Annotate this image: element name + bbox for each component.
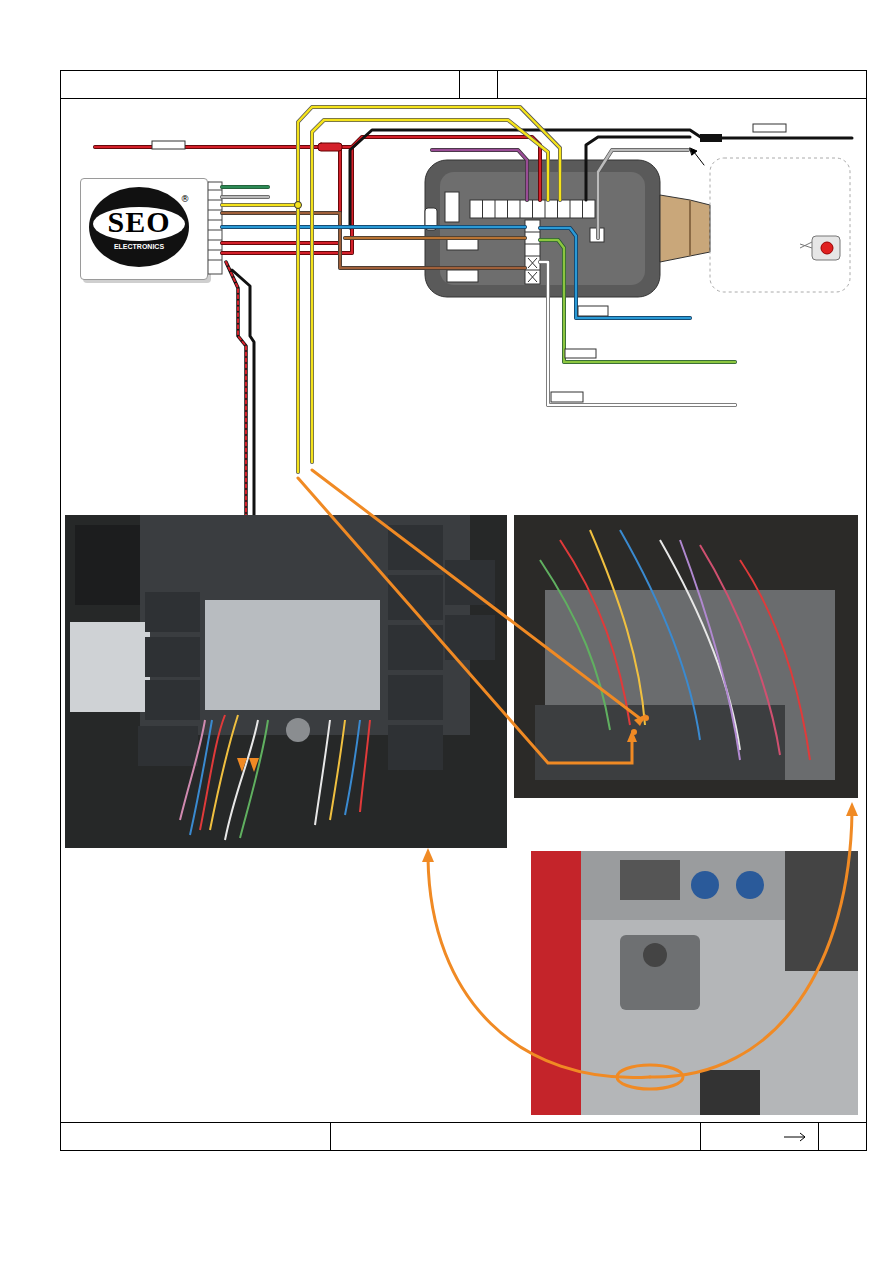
logo-box: ® SEO ELECTRONICS (80, 178, 208, 280)
brand-logo: SEO (89, 207, 189, 237)
brand-subtitle: ELECTRONICS (89, 243, 189, 250)
trademark-mark: ® (179, 195, 191, 204)
